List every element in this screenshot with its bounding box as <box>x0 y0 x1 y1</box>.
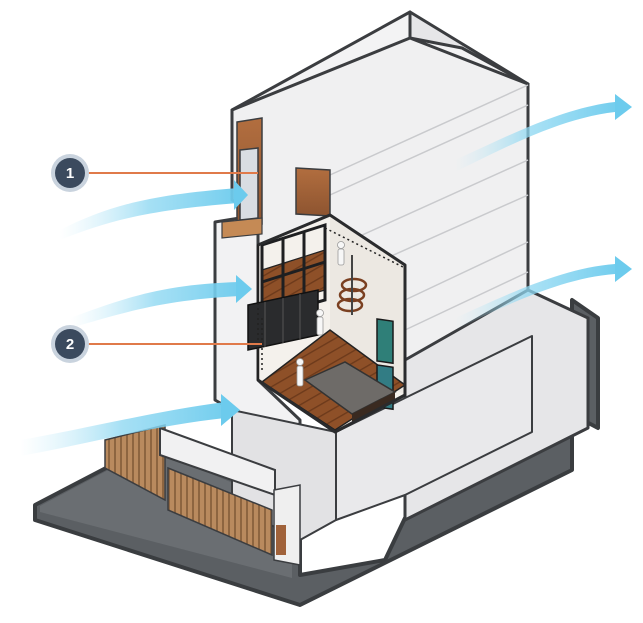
callout-2: 2 <box>51 325 262 363</box>
airflow-outlet-middle <box>455 264 615 330</box>
callout-1-number: 1 <box>66 165 74 182</box>
balcony-slab <box>221 217 263 239</box>
airflow-arrows <box>20 94 632 456</box>
human-figure-3 <box>296 358 304 387</box>
callout-1: 1 <box>51 154 258 192</box>
gate-panel <box>167 466 273 557</box>
front-gate <box>104 424 301 566</box>
airflow-outlet-upper-head <box>615 94 632 120</box>
callout-1-circle <box>55 158 85 188</box>
upper-window-left <box>239 147 259 221</box>
driveway <box>40 448 292 578</box>
airflow-inlet-lower-head <box>221 394 240 426</box>
airflow-inlet-upper-head <box>234 180 248 210</box>
airflow-outlet-middle-head <box>615 256 632 282</box>
airflow-inlet-middle <box>70 282 240 328</box>
human-figure-1 <box>337 241 345 266</box>
painting-upper <box>376 318 394 365</box>
cutaway-interior <box>247 213 407 434</box>
human-figure-2 <box>316 309 324 336</box>
wood-fin-right <box>295 167 331 217</box>
callout-2-circle <box>55 329 85 359</box>
spiral-stair <box>336 255 368 315</box>
callout-2-number: 2 <box>66 336 74 353</box>
cabinet-grid <box>264 294 301 347</box>
building <box>213 10 590 541</box>
cut-outline <box>257 213 407 434</box>
airflow-inlet-lower <box>20 402 225 456</box>
door-panel <box>276 525 286 555</box>
airflow-inlet-upper <box>60 188 238 240</box>
airflow-outlet-upper <box>455 102 615 172</box>
airflow-inlet-middle-head <box>236 275 252 303</box>
facade-bands <box>329 84 529 331</box>
